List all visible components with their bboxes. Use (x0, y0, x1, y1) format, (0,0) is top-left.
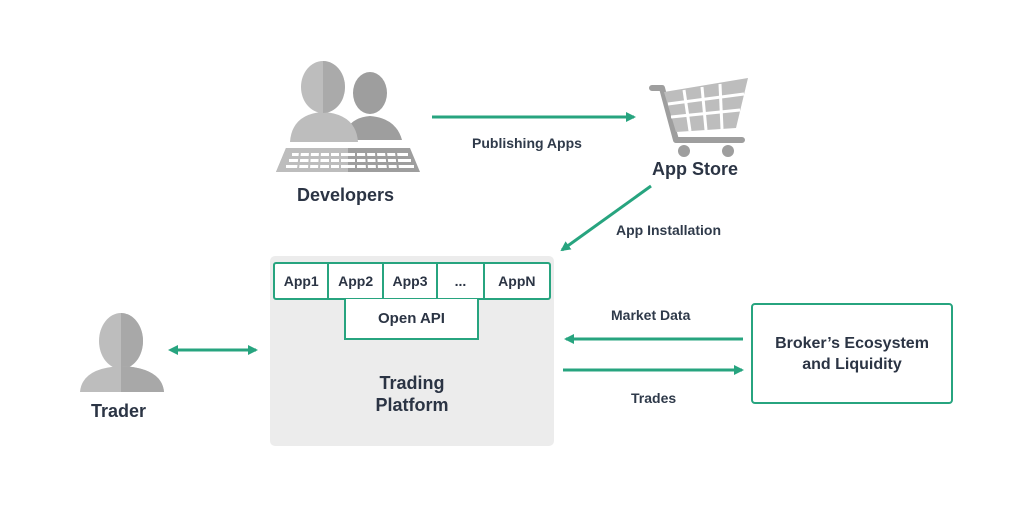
app-cell-3: App3 (384, 264, 439, 298)
broker-line1: Broker’s Ecosystem (775, 334, 929, 352)
installation-label: App Installation (616, 222, 721, 238)
app-cell-2: App2 (329, 264, 384, 298)
platform-title-line1: Trading (379, 373, 445, 393)
developers-icon (276, 61, 420, 172)
shopping-cart-icon (649, 78, 748, 157)
publishing-label: Publishing Apps (472, 135, 582, 151)
apps-row: App1 App2 App3 ... AppN (273, 262, 551, 300)
trades-label: Trades (631, 390, 677, 406)
app-cell-n: AppN (498, 273, 536, 289)
platform-title-line2: Platform (375, 395, 449, 415)
developers-label: Developers (297, 185, 395, 205)
app-cell-1: App1 (275, 264, 330, 298)
broker-ecosystem-box: Broker’s Ecosystem and Liquidity (751, 303, 953, 404)
market-data-label: Market Data (611, 307, 691, 323)
app-store-label: App Store (652, 159, 739, 179)
open-api-box: Open API (344, 299, 479, 340)
app-cell-ellipsis: ... (438, 264, 485, 298)
trader-label: Trader (91, 401, 147, 421)
platform-title: Trading Platform (270, 372, 554, 416)
installation-arrow (560, 184, 652, 252)
broker-line2: and Liquidity (802, 355, 902, 373)
person-icon (80, 313, 164, 392)
